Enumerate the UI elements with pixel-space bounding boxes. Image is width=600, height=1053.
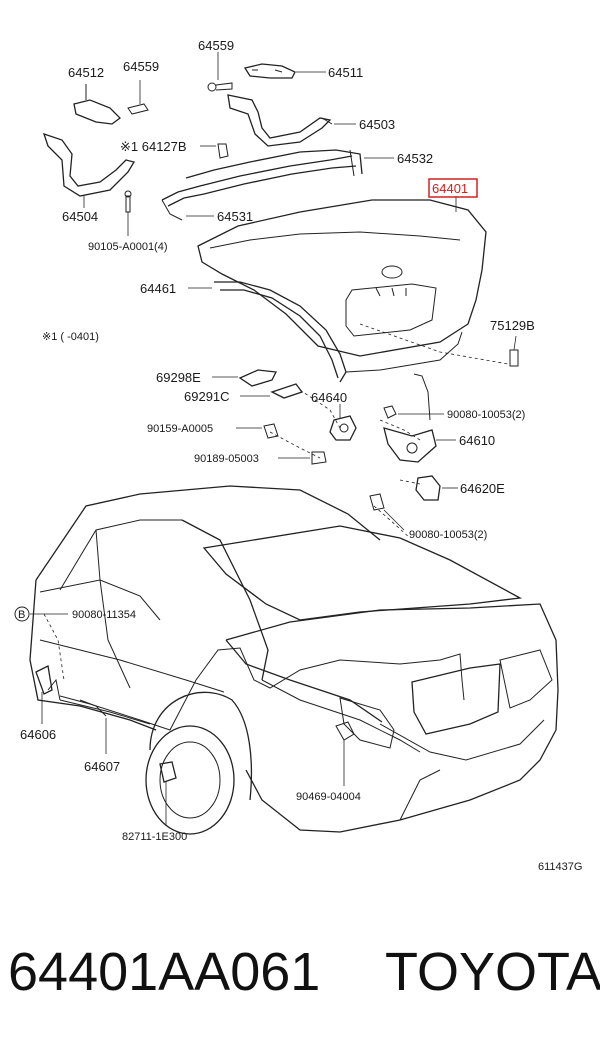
bracket-69291C bbox=[240, 383, 304, 399]
parts-diagram: 64559 64512 64559 64511 64503 ※1 64127B … bbox=[14, 38, 582, 873]
label-64461: 64461 bbox=[140, 281, 176, 296]
striker-64620E bbox=[415, 475, 458, 501]
label-69291C: 69291C bbox=[184, 389, 230, 404]
bolt-64559-left bbox=[127, 80, 149, 115]
part-number: 64401AA061 bbox=[8, 942, 321, 1002]
label-90080-upper: 90080-10053(2) bbox=[447, 409, 525, 421]
release-cable-64607 bbox=[79, 699, 107, 754]
label-69298E: 69298E bbox=[156, 370, 201, 385]
label-90105: 90105-A0001(4) bbox=[88, 241, 168, 253]
nut-90189 bbox=[278, 451, 327, 465]
label-64512: 64512 bbox=[68, 65, 104, 80]
clip-64127B bbox=[200, 143, 229, 159]
label-64559-left: 64559 bbox=[123, 59, 159, 74]
label-90080-11354: 90080-11354 bbox=[72, 609, 136, 621]
label-90189: 90189-05003 bbox=[194, 453, 259, 465]
torsion-bar-64532 bbox=[185, 149, 394, 179]
car-body-outline bbox=[29, 485, 559, 835]
label-90080-lower: 90080-10053(2) bbox=[409, 529, 487, 541]
label-64607: 64607 bbox=[84, 759, 120, 774]
torsion-bar-64531 bbox=[161, 155, 357, 221]
hinge-64503 bbox=[227, 94, 356, 147]
bolt-64559-top bbox=[207, 52, 233, 92]
label-64606: 64606 bbox=[20, 727, 56, 742]
hinge-64504 bbox=[42, 132, 136, 208]
bolt-90159 bbox=[236, 423, 279, 439]
trunk-lock-64610 bbox=[383, 373, 456, 463]
label-64532: 64532 bbox=[397, 151, 433, 166]
emblem-75129B bbox=[509, 335, 519, 367]
label-64504: 64504 bbox=[62, 209, 98, 224]
dashed-leader-lines bbox=[43, 323, 509, 681]
label-64640: 64640 bbox=[311, 390, 347, 405]
lock-cylinder-64640 bbox=[329, 404, 357, 441]
highlight-box-64401 bbox=[428, 178, 478, 198]
release-lever-64606 bbox=[35, 665, 53, 724]
label-note1: ※1 ( -0401) bbox=[42, 331, 99, 343]
figure-code: 611437G bbox=[538, 861, 582, 873]
label-64610: 64610 bbox=[459, 433, 495, 448]
label-90159: 90159-A0005 bbox=[147, 423, 213, 435]
callout-circle-b bbox=[14, 606, 30, 622]
clamp-82711 bbox=[159, 761, 177, 826]
label-90469: 90469-04004 bbox=[296, 791, 361, 803]
label-64531: 64531 bbox=[217, 209, 253, 224]
label-64559-top: 64559 bbox=[198, 38, 234, 53]
label-64401: 64401 bbox=[432, 181, 468, 196]
label-64620E: 64620E bbox=[460, 481, 505, 496]
trunk-lid-64401 bbox=[197, 196, 487, 357]
bolt-90105 bbox=[124, 190, 132, 236]
label-82711: 82711-1E300 bbox=[122, 831, 187, 843]
weatherstrip-64461 bbox=[188, 281, 463, 383]
label-circle-b: B bbox=[18, 609, 25, 621]
bolt-90080-lower bbox=[369, 493, 405, 531]
label-75129B: 75129B bbox=[490, 318, 535, 333]
brand-name: TOYOTA bbox=[385, 942, 600, 1002]
hinge-bracket-64511 bbox=[243, 63, 326, 79]
hinge-bracket-64512 bbox=[73, 84, 121, 125]
label-64127B: ※1 64127B bbox=[120, 139, 187, 154]
bracket-69298E bbox=[212, 369, 277, 387]
label-64503: 64503 bbox=[359, 117, 395, 132]
clip-90469 bbox=[335, 721, 355, 786]
label-64511: 64511 bbox=[328, 65, 363, 80]
